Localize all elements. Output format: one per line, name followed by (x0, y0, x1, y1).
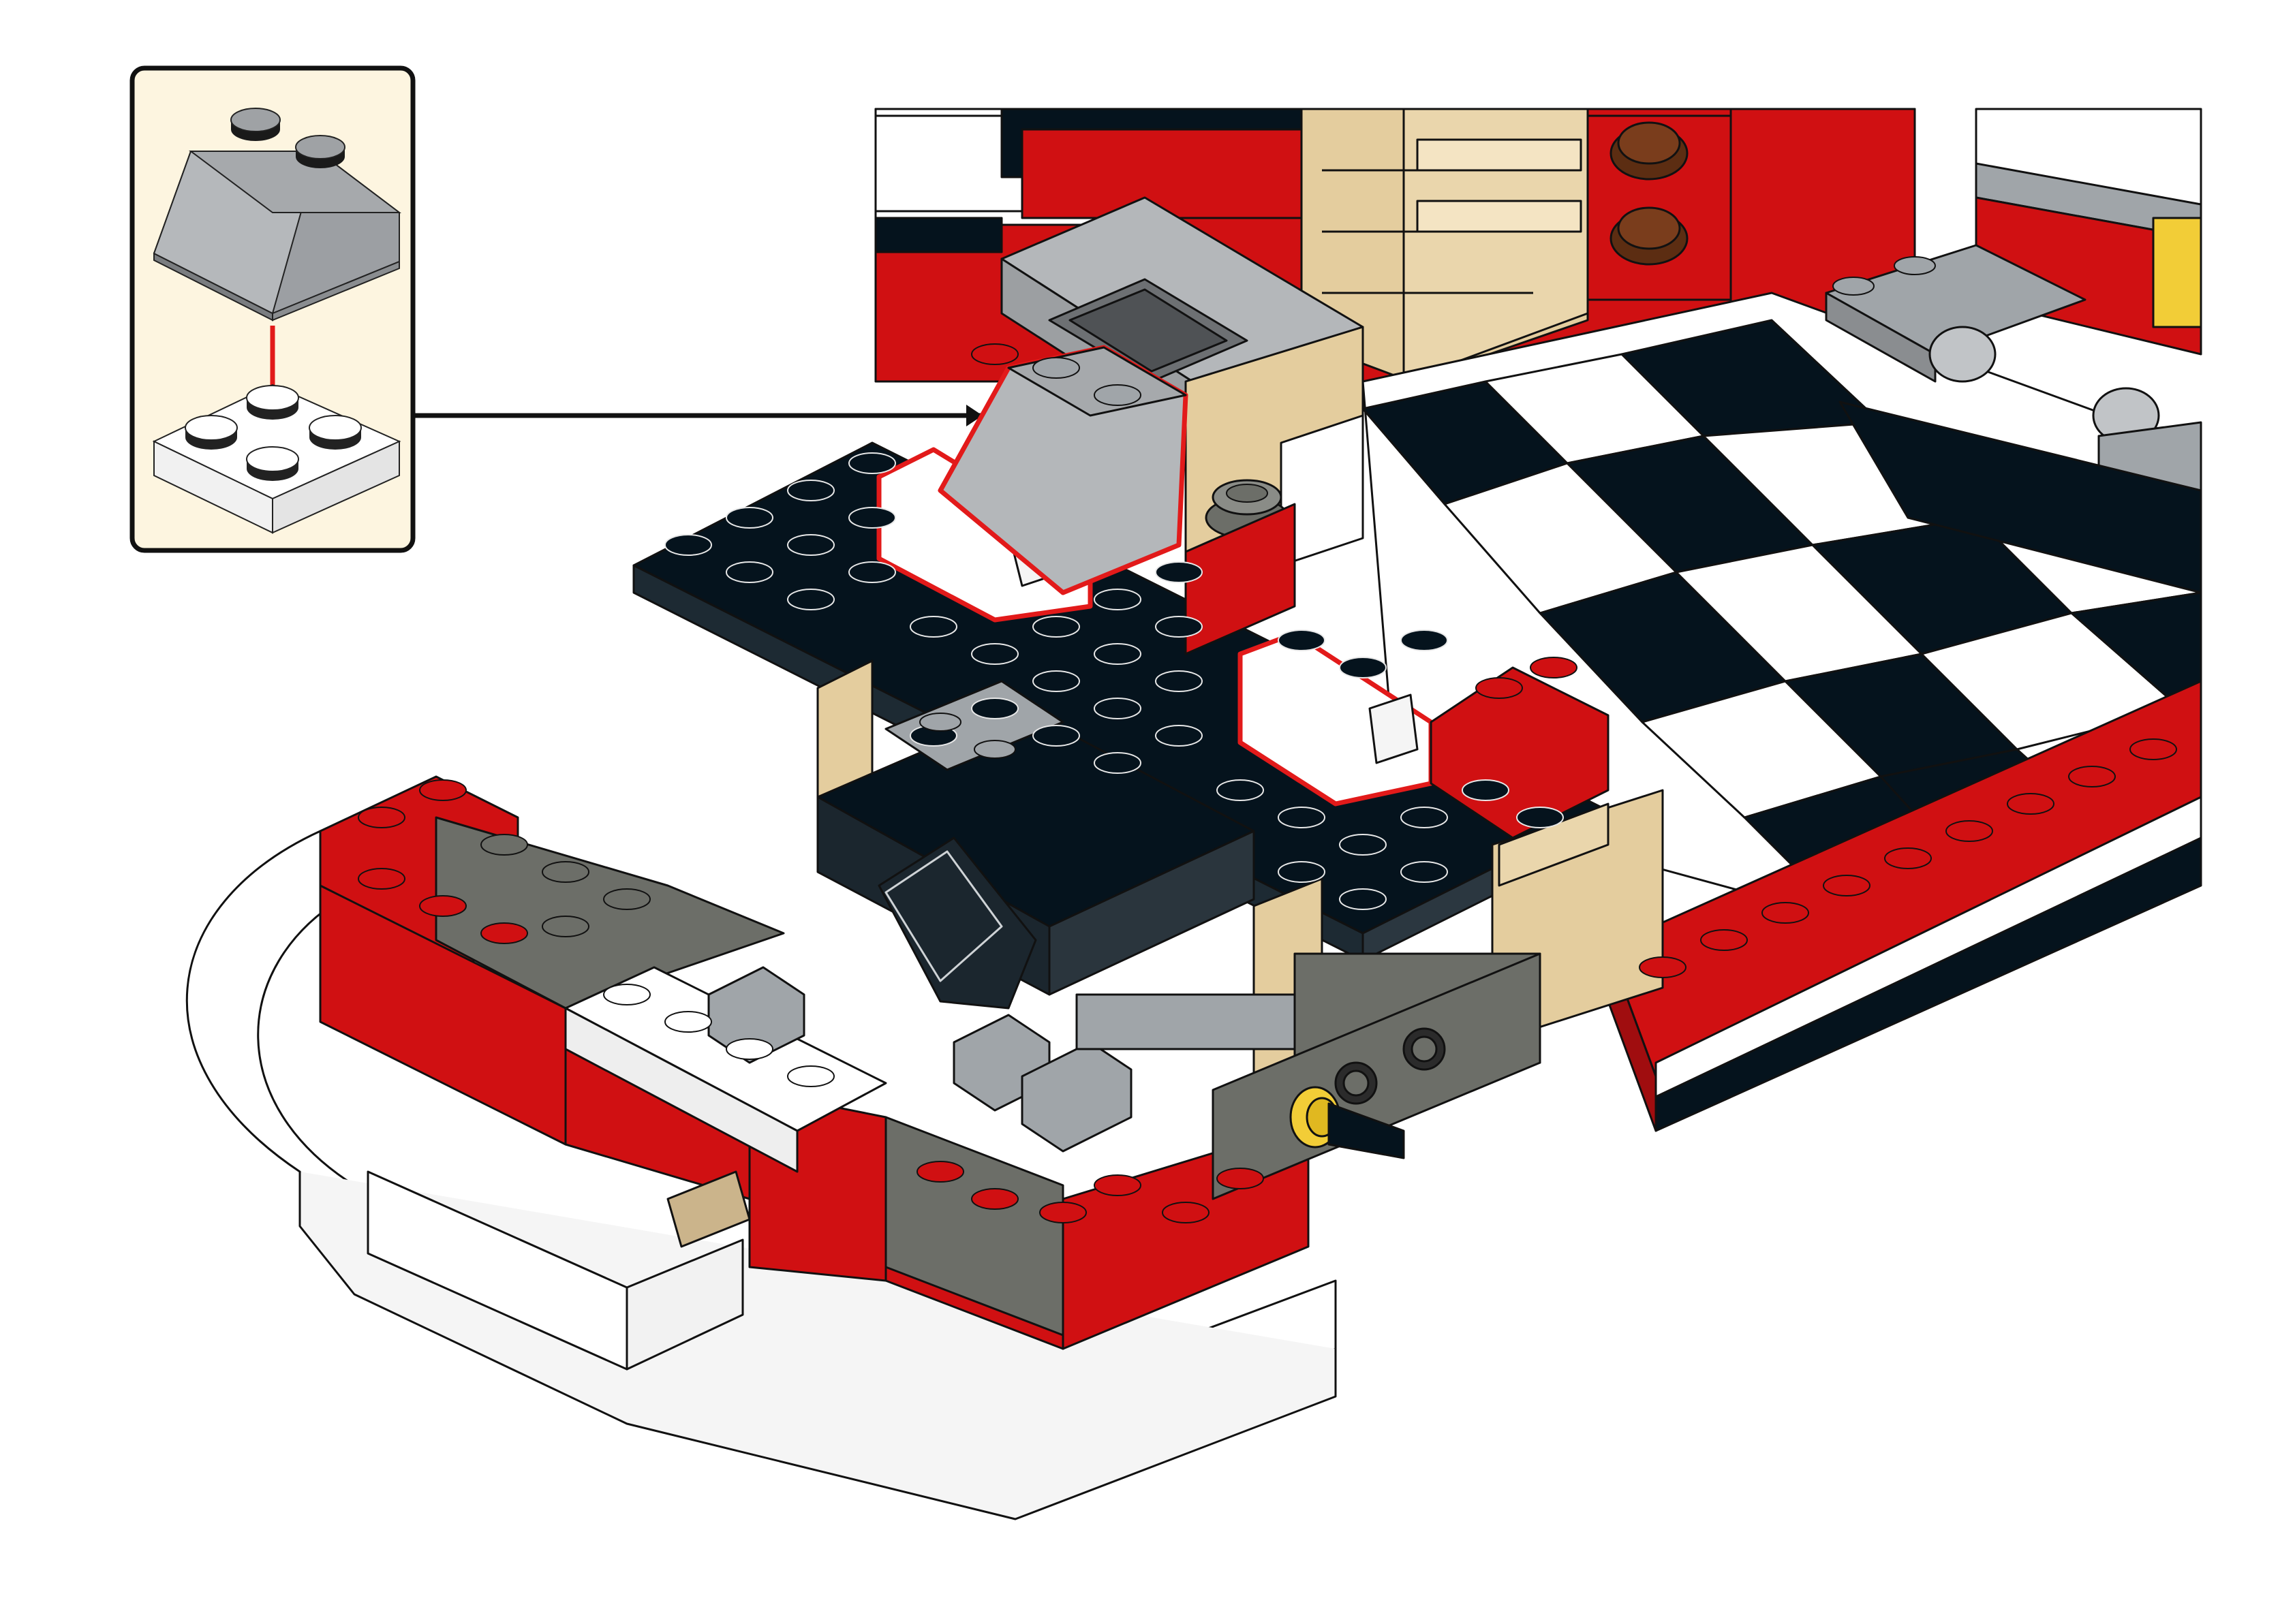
plate-studs (358, 256, 2177, 1223)
yellow-axle-bush (1289, 1086, 1405, 1159)
right-technic-parts (1825, 244, 2202, 594)
technic-beam (1212, 952, 1541, 1200)
callout-leader-line (413, 405, 983, 426)
callout-white-plate (152, 384, 401, 534)
callout-plate-studs (185, 385, 362, 481)
callout-panel (129, 65, 416, 553)
tan-shelf-unit (1300, 108, 1589, 383)
right-red-rail (1607, 680, 2202, 1132)
callout-slope-studs (230, 108, 345, 168)
black-hinge-part (878, 837, 1037, 1010)
right-studs-black (1838, 401, 2202, 594)
light-gray-clips (707, 966, 1296, 1153)
callout-slope-brick (153, 108, 401, 322)
front-white-step (367, 1170, 744, 1371)
main-model (185, 108, 2202, 1520)
tan-small-plates (666, 1170, 751, 1248)
